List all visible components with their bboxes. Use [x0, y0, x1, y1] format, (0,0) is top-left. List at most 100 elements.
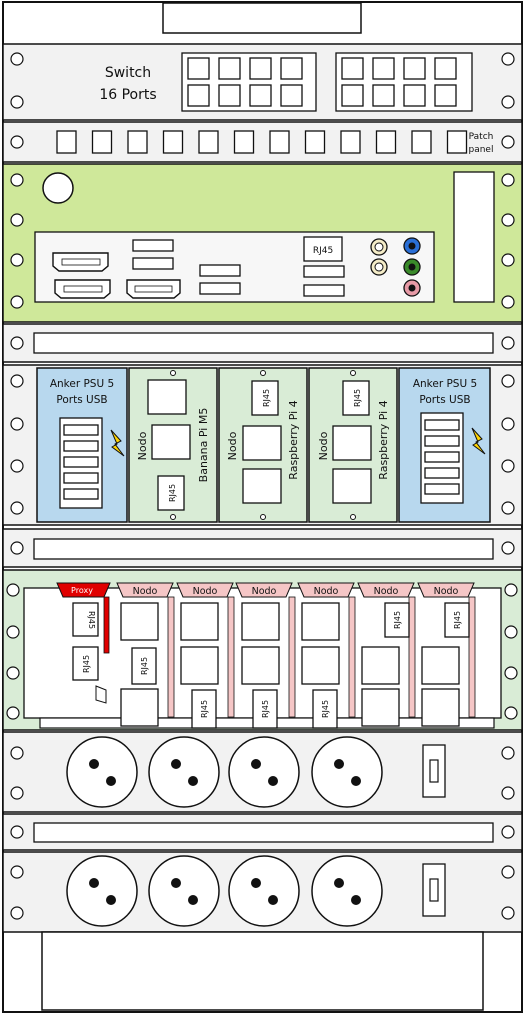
usb-port-icon	[63, 424, 99, 436]
nodo-board: RJ45	[361, 596, 416, 727]
proxy-rj45-label-1: RJ45	[87, 611, 96, 629]
usb-port-icon	[180, 602, 219, 641]
rpi-b-rj45-label: RJ45	[353, 389, 362, 407]
switch-port-icon	[434, 84, 457, 107]
nodo-tag-label: Nodo	[133, 586, 158, 597]
usb-port-icon	[241, 646, 280, 685]
patch-port-icon	[340, 130, 361, 154]
switch-port-icon	[218, 84, 241, 107]
rpi-b-board-label: Raspberry Pi 4	[377, 400, 390, 479]
usb-port-icon	[303, 265, 345, 278]
usb-port-icon	[361, 688, 400, 727]
power-outlet-icon	[228, 855, 300, 927]
nodo-board: RJ45	[301, 596, 356, 729]
proxy-rj45-label-2: RJ45	[82, 655, 91, 673]
hdmi-port-icon	[54, 279, 111, 299]
patch-port-icon	[198, 130, 219, 154]
usb-port-icon	[63, 488, 99, 500]
switch-port-icon	[249, 84, 272, 107]
switch-port-icon	[341, 84, 364, 107]
switch-port-icon	[218, 57, 241, 80]
hdmi-port-icon	[52, 252, 109, 272]
switch-port-icon	[187, 84, 210, 107]
nodo-tag	[235, 582, 293, 598]
patch-port-icon	[233, 130, 255, 154]
nodo-tag-label: Nodo	[374, 586, 399, 597]
blank-panel	[2, 813, 523, 851]
proxy-label: Proxy	[71, 586, 93, 595]
usb-port-icon	[424, 419, 460, 431]
usb-port-icon	[132, 239, 174, 252]
hdmi-port-icon	[126, 279, 181, 299]
blank-panel	[2, 323, 523, 363]
usb-port-icon	[301, 602, 340, 641]
rack-base	[41, 931, 484, 1011]
power-strip	[2, 851, 523, 933]
drive-bay	[453, 171, 495, 303]
motherboard-rj45-label: RJ45	[313, 246, 333, 256]
usb-port-icon	[421, 688, 460, 727]
nodo-board: RJ45	[180, 596, 235, 729]
nodo-tag-label: Nodo	[193, 586, 218, 597]
usb-port-icon	[180, 646, 219, 685]
patch-port-icon	[304, 130, 326, 154]
raspberry-pi-4-node-a: RJ45 Nodo Raspberry Pi 4	[218, 367, 308, 523]
patch-port-icon	[127, 130, 148, 154]
rj45-port-icon	[444, 602, 470, 638]
power-outlet-icon	[148, 736, 220, 808]
patch-port-icon	[269, 130, 290, 154]
sbc-tray: Anker PSU 5 Ports USB RJ45 Nodo Banana P…	[2, 364, 523, 526]
switch-port-grid	[187, 57, 457, 107]
patch-port-icon	[162, 130, 184, 154]
rj45-port-icon	[252, 689, 278, 729]
rpi-a-nodo-label: Nodo	[226, 431, 239, 460]
usb-port-icon	[199, 282, 241, 295]
power-outlet-icon	[228, 736, 300, 808]
nodo-tag	[176, 582, 234, 598]
nodo-tag	[116, 582, 174, 598]
switch-port-icon	[434, 57, 457, 80]
nodo-tag-label: Nodo	[314, 586, 339, 597]
switch-port-icon	[187, 57, 210, 80]
rpi-b-nodo-label: Nodo	[317, 431, 330, 460]
nodo-tag	[357, 582, 415, 598]
patch-port-row	[56, 130, 468, 154]
lightning-bolt-icon	[110, 429, 125, 457]
banana-pi-m5-node: RJ45 Nodo Banana Pi M5	[128, 367, 218, 523]
banana-board-label: Banana Pi M5	[197, 408, 210, 483]
proxy-node: Proxy RJ45 RJ45	[56, 582, 111, 704]
rpi-a-rj45-label: RJ45	[262, 389, 271, 407]
patch-label-line1: Patch	[469, 132, 494, 142]
motherboard-case: RJ45	[2, 163, 523, 323]
power-outlet-icon	[66, 855, 138, 927]
usb-port-icon	[303, 284, 345, 297]
usb-port-icon	[120, 602, 159, 641]
anker-psu-right: Anker PSU 5 Ports USB	[398, 367, 491, 523]
usb-port-icon	[63, 440, 99, 452]
rj45-label: RJ45	[321, 700, 330, 718]
switch-16-ports: Switch 16 Ports	[2, 43, 523, 121]
usb-port-icon	[132, 257, 174, 270]
usb-port-icon	[424, 467, 460, 479]
switch-title-line1: Switch	[105, 65, 151, 81]
lightning-bolt-icon	[471, 427, 486, 455]
patch-port-icon	[411, 130, 432, 154]
nodo-tag-label: Nodo	[434, 586, 459, 597]
power-outlet-icon	[311, 736, 383, 808]
nodo-board: RJ45	[241, 596, 296, 729]
rj45-port-icon	[384, 602, 410, 638]
raspberry-pi-4-node-b: RJ45 Nodo Raspberry Pi 4	[308, 367, 398, 523]
patch-panel: Patch panel	[2, 121, 523, 163]
usb-port-icon	[63, 472, 99, 484]
switch-port-icon	[341, 57, 364, 80]
patch-port-icon	[91, 130, 113, 154]
switch-port-icon	[403, 57, 426, 80]
rack-top-vent	[162, 2, 362, 34]
switch-port-icon	[403, 84, 426, 107]
usb-port-icon	[424, 451, 460, 463]
psu-right-label-line1: Anker PSU 5	[413, 378, 477, 390]
patch-port-icon	[446, 130, 468, 154]
rj45-port-icon	[312, 689, 338, 729]
